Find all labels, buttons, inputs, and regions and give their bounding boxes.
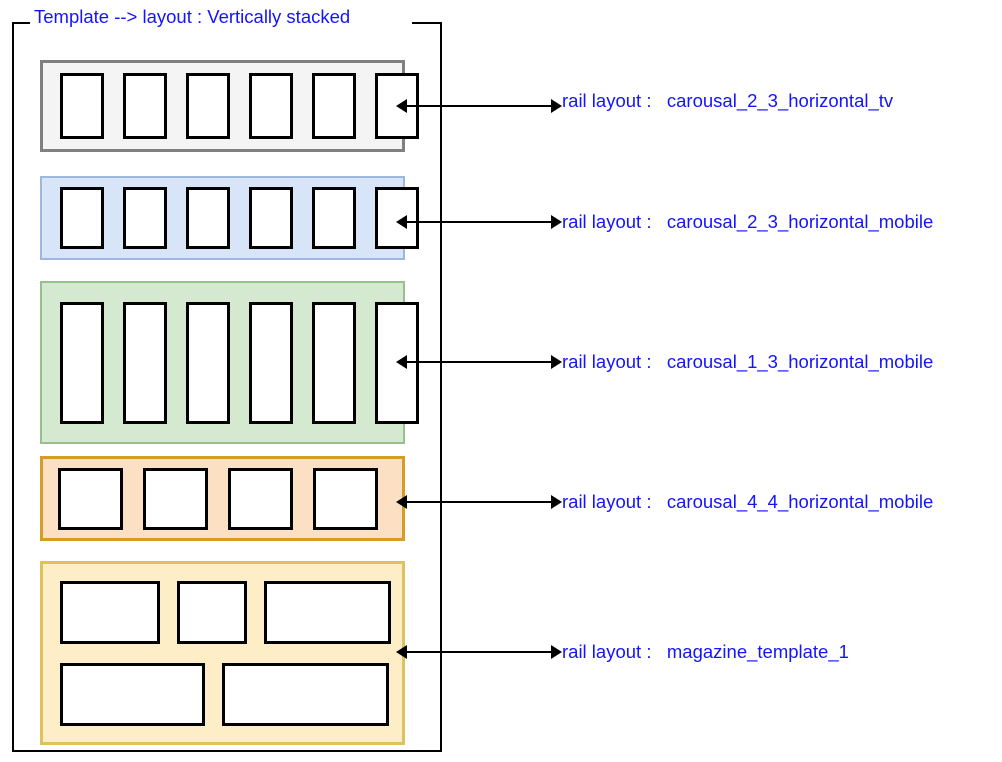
connector-shaft <box>402 651 556 653</box>
rail-card[interactable] <box>375 187 419 249</box>
rail-card-track <box>43 63 419 149</box>
rail-carousal-2-3-horizontal-tv[interactable] <box>40 60 419 152</box>
rail-label-1: rail layout : carousal_2_3_horizontal_tv <box>562 90 894 111</box>
rail-label-5: rail layout : magazine_template_1 <box>562 641 849 662</box>
rail-card[interactable] <box>375 73 419 139</box>
rail-card-track <box>42 283 419 442</box>
rail-card[interactable] <box>249 187 293 249</box>
arrowhead-right-icon <box>551 99 562 113</box>
rail-label-prefix: rail layout : <box>562 491 652 512</box>
rail-card[interactable] <box>228 467 293 530</box>
rail-card[interactable] <box>143 467 208 530</box>
rail-carousal-2-3-horizontal-mobile[interactable] <box>40 176 419 260</box>
template-frame-top-edge-right <box>412 22 442 24</box>
connector-arrow-rail-1 <box>396 96 562 116</box>
arrowhead-right-icon <box>551 495 562 509</box>
rail-card[interactable] <box>312 301 356 424</box>
rail-label-prefix: rail layout : <box>562 211 652 232</box>
connector-arrow-rail-2 <box>396 212 562 232</box>
template-frame-right-edge <box>440 22 442 752</box>
rail-label-3: rail layout : carousal_1_3_horizontal_mo… <box>562 351 934 372</box>
rail-label-prefix: rail layout : <box>562 641 652 662</box>
rail-card[interactable] <box>60 580 160 644</box>
rail-card[interactable] <box>60 301 104 424</box>
template-frame-left-edge <box>12 22 14 752</box>
connector-shaft <box>402 221 556 223</box>
rail-card[interactable] <box>312 187 356 249</box>
arrowhead-right-icon <box>551 215 562 229</box>
rail-label-2: rail layout : carousal_2_3_horizontal_mo… <box>562 211 934 232</box>
rail-card[interactable] <box>264 580 391 644</box>
rail-label-4: rail layout : carousal_4_4_horizontal_mo… <box>562 491 934 512</box>
template-frame-top-edge-left <box>12 22 30 24</box>
magazine-row-top <box>60 580 402 644</box>
connector-shaft <box>402 361 556 363</box>
rail-card[interactable] <box>60 662 205 726</box>
rail-magazine-template-1[interactable] <box>40 561 405 745</box>
arrowhead-right-icon <box>551 355 562 369</box>
connector-shaft <box>402 501 556 503</box>
rail-label-prefix: rail layout : <box>562 90 652 111</box>
rail-card[interactable] <box>375 301 419 424</box>
connector-arrow-rail-4 <box>396 492 562 512</box>
template-frame-bottom-edge <box>12 750 442 752</box>
rail-label-value: carousal_2_3_horizontal_tv <box>666 90 894 111</box>
rail-carousal-4-4-horizontal-mobile[interactable] <box>40 456 405 541</box>
rail-card[interactable] <box>123 73 167 139</box>
magazine-row-bottom <box>60 662 402 726</box>
rail-card[interactable] <box>60 187 104 249</box>
rail-label-value: carousal_4_4_horizontal_mobile <box>666 491 934 512</box>
rail-card[interactable] <box>60 73 104 139</box>
rail-card-track <box>43 459 402 538</box>
rail-card[interactable] <box>123 301 167 424</box>
rail-label-value: magazine_template_1 <box>666 641 849 662</box>
rail-card-track <box>42 178 419 258</box>
rail-card[interactable] <box>222 662 389 726</box>
template-title: Template --> layout : Vertically stacked <box>34 6 351 27</box>
rail-card[interactable] <box>249 301 293 424</box>
rail-card[interactable] <box>186 73 230 139</box>
rail-label-value: carousal_1_3_horizontal_mobile <box>666 351 934 372</box>
rail-label-prefix: rail layout : <box>562 351 652 372</box>
rail-card[interactable] <box>123 187 167 249</box>
rail-card[interactable] <box>312 73 356 139</box>
rail-card[interactable] <box>313 467 378 530</box>
rail-card[interactable] <box>249 73 293 139</box>
connector-arrow-rail-5 <box>396 642 562 662</box>
rail-card[interactable] <box>186 301 230 424</box>
rail-card[interactable] <box>58 467 123 530</box>
rail-card[interactable] <box>186 187 230 249</box>
arrowhead-right-icon <box>551 645 562 659</box>
rail-card[interactable] <box>177 580 247 644</box>
rail-carousal-1-3-horizontal-mobile[interactable] <box>40 281 419 444</box>
connector-shaft <box>402 105 556 107</box>
rail-label-value: carousal_2_3_horizontal_mobile <box>666 211 934 232</box>
connector-arrow-rail-3 <box>396 352 562 372</box>
